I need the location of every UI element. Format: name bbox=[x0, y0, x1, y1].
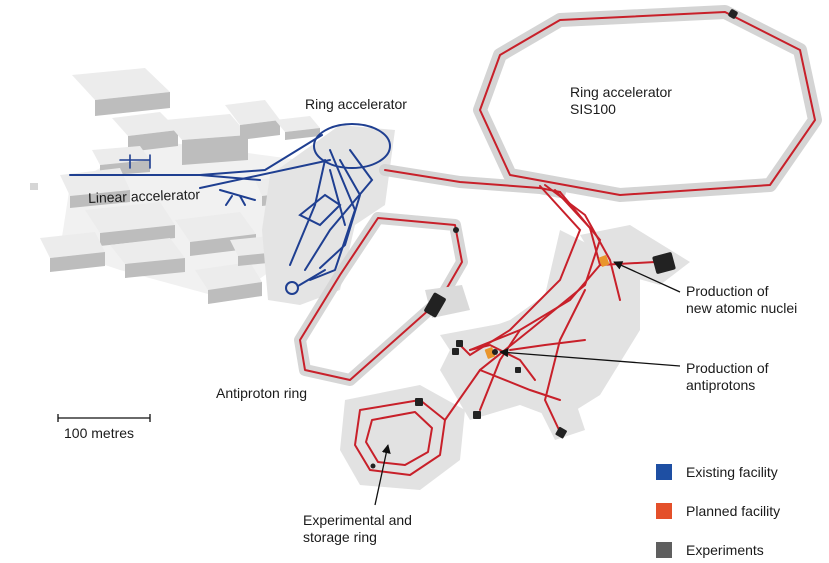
label-sis100: Ring accelerator SIS100 bbox=[570, 84, 672, 118]
legend-item-planned: Planned facility bbox=[656, 503, 780, 519]
label-production-antiprotons: Production of antiprotons bbox=[686, 360, 769, 394]
label-experimental-ring-line1: Experimental and bbox=[303, 512, 412, 528]
legend-label-existing: Existing facility bbox=[686, 464, 778, 480]
planned-beam-lines bbox=[444, 184, 673, 433]
label-ring-accelerator: Ring accelerator bbox=[305, 96, 407, 112]
legend-swatch-planned bbox=[656, 503, 672, 519]
antiproton-ring bbox=[294, 212, 470, 386]
legend-swatch-existing bbox=[656, 464, 672, 480]
label-experimental-ring: Experimental and storage ring bbox=[303, 512, 412, 546]
sis100-ring bbox=[473, 5, 822, 202]
legend-label-planned: Planned facility bbox=[686, 503, 781, 519]
experiment-stations bbox=[452, 252, 676, 439]
production-platforms bbox=[440, 225, 690, 440]
existing-site-platform bbox=[262, 125, 395, 305]
label-production-nuclei: Production of new atomic nuclei bbox=[686, 283, 797, 317]
label-sis100-line2: SIS100 bbox=[570, 101, 616, 117]
scale-bar-label: 100 metres bbox=[64, 425, 135, 441]
label-production-nuclei-line2: new atomic nuclei bbox=[686, 300, 798, 316]
legend-swatch-experiments bbox=[656, 542, 672, 558]
legend-label-experiments: Experiments bbox=[686, 542, 764, 558]
label-production-antiprotons-line1: Production of bbox=[686, 360, 769, 376]
label-production-nuclei-line1: Production of bbox=[686, 283, 769, 299]
experimental-storage-ring bbox=[340, 385, 465, 490]
label-antiproton-ring: Antiproton ring bbox=[216, 385, 308, 401]
experiment-block bbox=[652, 252, 676, 274]
existing-facility-lines bbox=[69, 123, 391, 295]
label-sis100-line1: Ring accelerator bbox=[570, 84, 672, 100]
label-production-antiprotons-line2: antiprotons bbox=[686, 377, 756, 393]
label-experimental-ring-line2: storage ring bbox=[303, 529, 377, 545]
legend-item-experiments: Experiments bbox=[656, 542, 764, 558]
legend-item-existing: Existing facility bbox=[656, 464, 778, 480]
transfer-line bbox=[379, 164, 566, 198]
existing-ring-accelerator bbox=[313, 123, 391, 169]
annotation-arrows bbox=[374, 261, 681, 506]
scale-bar-line bbox=[57, 414, 151, 422]
